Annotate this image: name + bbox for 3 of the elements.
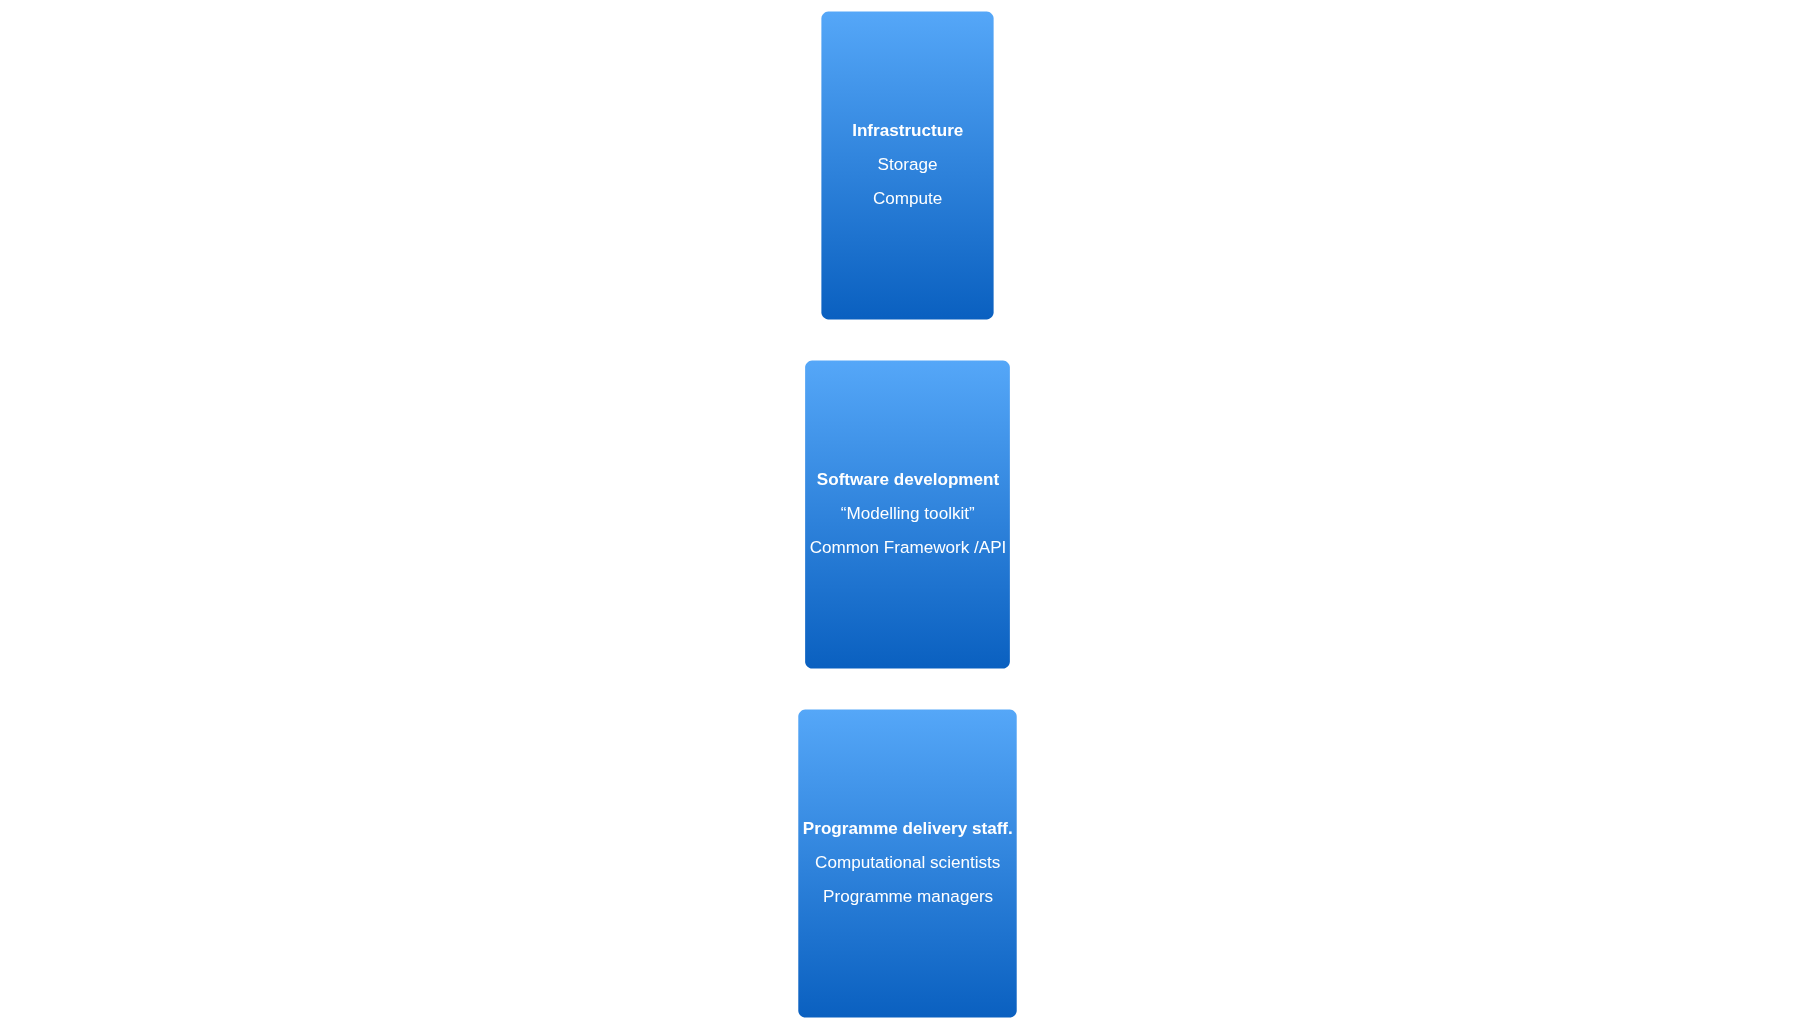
node-box: Infrastructure Storage Compute <box>821 11 994 320</box>
node-box: Programme delivery staff. Computational scientists Programme managers <box>798 709 1017 1018</box>
node-box: Software development “Modelling toolkit” Common Framework /API <box>805 360 1010 669</box>
